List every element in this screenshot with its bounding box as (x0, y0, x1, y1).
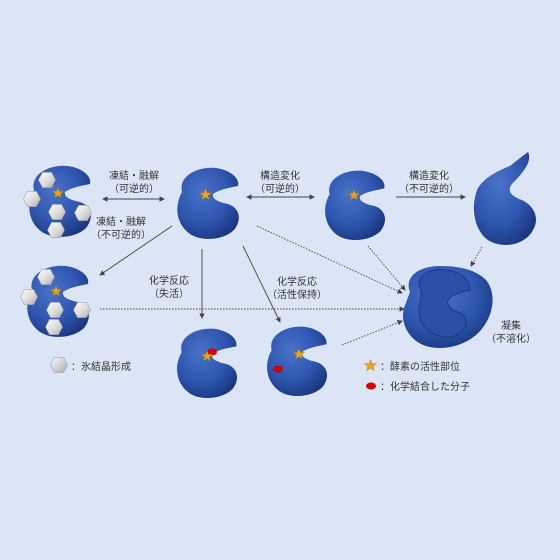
protein-struct-reversible (325, 170, 386, 241)
label-line: （失活） (149, 289, 189, 300)
arrow-freeze-irreversible (99, 225, 173, 276)
ice-crystal-icon (50, 357, 68, 373)
legend-active-site-label: ：酵素の活性部位 (380, 362, 460, 373)
arrow-chem-active (242, 245, 281, 323)
label-line: 凝集 (501, 321, 521, 332)
label-line: （可逆的） (255, 184, 305, 195)
legend-chemical-label: ：化学結合した分子 (380, 382, 470, 393)
label-line: 化学反応 (149, 276, 189, 287)
legend-ice-label: ：氷結晶形成 (71, 361, 131, 373)
protein-struct-irreversible (473, 152, 536, 245)
ice-crystal-icon (45, 319, 63, 335)
protein-frozen-reversible (23, 165, 92, 238)
ice-crystal-icon (46, 302, 64, 318)
label-line: 凍結・融解 (109, 171, 159, 182)
chemical-molecule-icon (207, 348, 217, 356)
label-freeze-reversible: 凍結・融解 （可逆的） (104, 170, 164, 196)
label-line: （不溶化） (486, 334, 536, 345)
arrow-to-aggregate-5 (341, 320, 403, 346)
chemical-molecule-icon (273, 365, 283, 373)
label-line: 構造変化 (260, 171, 300, 182)
ice-crystal-icon (37, 269, 55, 285)
arrows (99, 194, 483, 346)
arrow-to-aggregate-1 (256, 225, 403, 294)
ice-crystal-icon (48, 204, 66, 220)
label-line: 構造変化 (409, 171, 449, 182)
label-struct-irreversible: 構造変化 （不可逆的） (396, 170, 462, 196)
protein-frozen-irreversible (20, 265, 91, 337)
protein-aggregate (402, 266, 493, 348)
legend-active-site: ：酵素の活性部位 (364, 358, 460, 373)
protein-native (177, 167, 239, 239)
label-line: （可逆的） (109, 184, 159, 195)
label-chem-active: 化学反応 （活性保持） (262, 276, 332, 302)
legend-ice: ：氷結晶形成 (50, 356, 131, 374)
label-freeze-irreversible: 凍結・融解 （不可逆的） (89, 216, 153, 242)
arrow-to-aggregate-2 (367, 245, 406, 291)
label-line: 化学反応 (277, 277, 317, 288)
legend-chemical: ：化学結合した分子 (365, 378, 470, 393)
label-struct-reversible: 構造変化 （可逆的） (250, 170, 310, 196)
label-line: 凍結・融解 (96, 217, 146, 228)
star-icon (364, 359, 377, 372)
label-line: （不可逆的） (399, 184, 459, 195)
protein-chem-active (267, 326, 328, 397)
ice-crystal-icon (73, 302, 91, 318)
ice-crystal-icon (20, 289, 38, 305)
protein-chem-inactive (177, 328, 238, 399)
label-aggregation: 凝集 （不溶化） (486, 320, 536, 346)
ice-crystal-icon (47, 222, 65, 238)
label-line: （不可逆的） (91, 230, 151, 241)
label-chem-inactive: 化学反応 （失活） (140, 275, 198, 301)
ice-crystal-icon (38, 172, 56, 188)
label-line: （活性保持） (267, 290, 327, 301)
ice-crystal-icon (23, 191, 41, 207)
chemical-molecule-icon (366, 382, 376, 389)
arrow-to-aggregate-3 (470, 246, 483, 267)
